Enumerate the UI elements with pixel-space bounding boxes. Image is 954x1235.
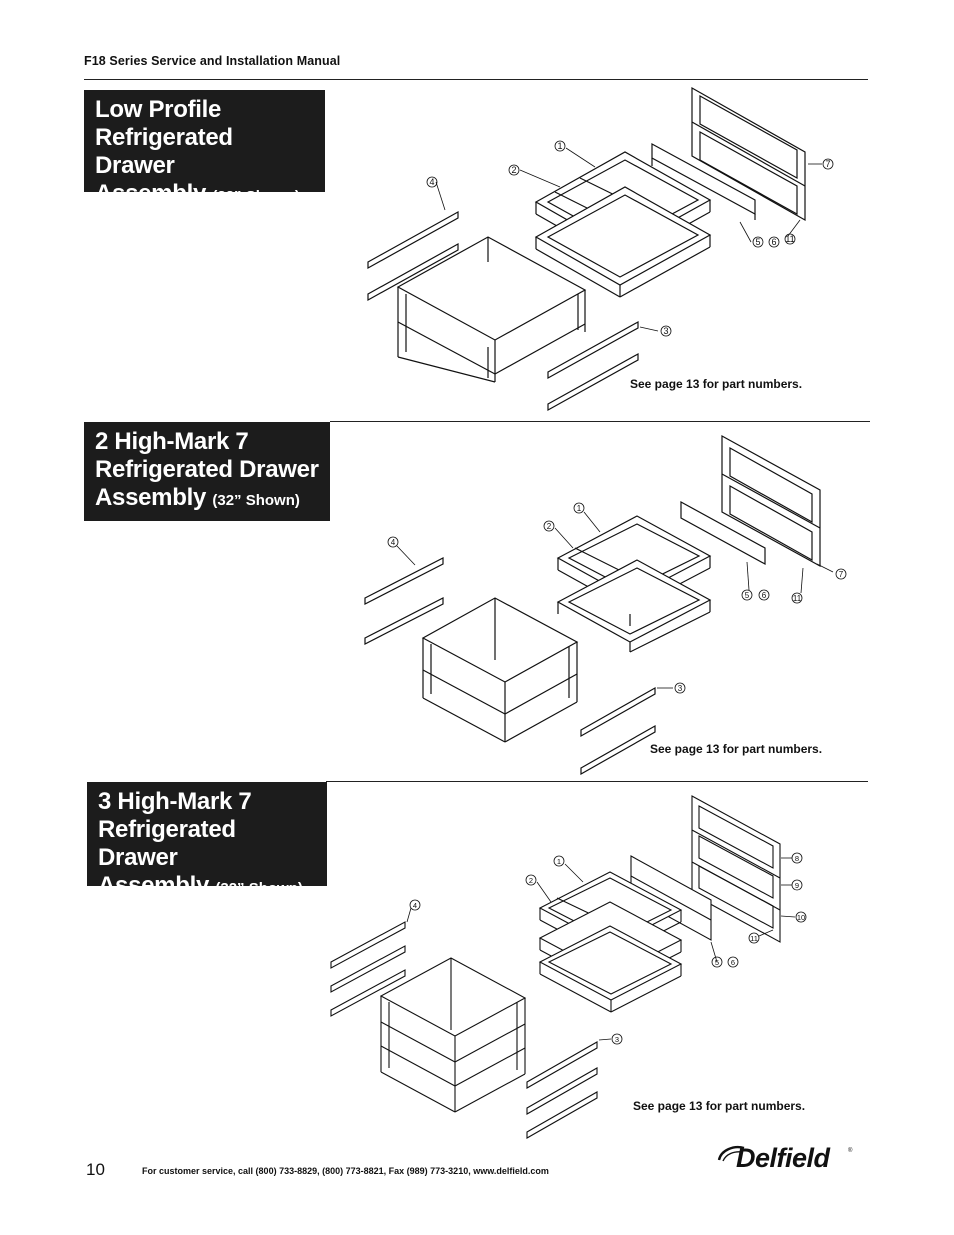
callout-4: 4 bbox=[429, 177, 434, 187]
housing-frame bbox=[396, 236, 587, 383]
callout-2: 2 bbox=[529, 876, 533, 885]
housing-frame bbox=[421, 597, 579, 743]
title-line-2: Refrigerated Drawer bbox=[95, 456, 319, 483]
callout-1: 1 bbox=[577, 504, 582, 513]
part-numbers-note-1: See page 13 for part numbers. bbox=[630, 377, 803, 391]
callout-3: 3 bbox=[663, 326, 668, 336]
housing-frame bbox=[379, 957, 527, 1113]
page-number: 10 bbox=[86, 1160, 105, 1179]
bottom-rails bbox=[580, 686, 656, 775]
title-size-note: (32” Shown) bbox=[212, 188, 300, 205]
title-size-note: (32” Shown) bbox=[215, 880, 303, 897]
title-line-1: 3 High-Mark 7 bbox=[98, 788, 252, 815]
part-numbers-note-2: See page 13 for part numbers. bbox=[650, 742, 823, 756]
drawer-front-panel bbox=[691, 86, 806, 222]
callout-10: 10 bbox=[797, 913, 805, 922]
diagram-2-high-assembly: 1 2 4 3 5 6 11 7 bbox=[355, 430, 865, 775]
drawer-frame-bottom bbox=[538, 925, 683, 1013]
logo-text: Delfield bbox=[736, 1143, 830, 1173]
section-rule-1 bbox=[330, 421, 870, 422]
section-title-low-profile: Low Profile Refrigerated Drawer Assembly… bbox=[84, 90, 325, 207]
callout-7: 7 bbox=[839, 570, 844, 579]
callout-5: 5 bbox=[755, 237, 760, 247]
side-rails-left bbox=[330, 921, 406, 1017]
callout-6: 6 bbox=[731, 958, 735, 967]
title-line-2: Refrigerated Drawer bbox=[95, 124, 233, 179]
delfield-logo: Delfield ® bbox=[714, 1138, 854, 1178]
callout-3: 3 bbox=[678, 684, 683, 693]
callout-6: 6 bbox=[762, 591, 767, 600]
title-line-3: Assembly bbox=[95, 180, 206, 207]
callout-11: 11 bbox=[785, 234, 794, 244]
callout-11: 11 bbox=[750, 934, 758, 943]
title-line-3: Assembly bbox=[95, 484, 206, 511]
callout-9: 9 bbox=[795, 881, 799, 890]
callout-5: 5 bbox=[715, 958, 719, 967]
side-rails-left bbox=[367, 210, 459, 302]
front-rail bbox=[651, 142, 756, 220]
title-line-3: Assembly bbox=[98, 872, 209, 899]
drawer-front-panel bbox=[691, 795, 781, 943]
title-line-2: Refrigerated Drawer bbox=[98, 816, 236, 871]
logo-swoosh-icon bbox=[717, 1146, 745, 1162]
bottom-rails bbox=[547, 320, 639, 412]
drawer-frame-lower bbox=[534, 186, 712, 298]
callout-11: 11 bbox=[793, 594, 802, 603]
logo-trademark: ® bbox=[848, 1148, 853, 1154]
customer-service-contact: For customer service, call (800) 733-882… bbox=[142, 1166, 549, 1176]
diagram-3-high-assembly: 1 2 4 3 5 6 11 8 9 10 bbox=[325, 790, 855, 1140]
manual-title: F18 Series Service and Installation Manu… bbox=[84, 54, 341, 68]
callout-4: 4 bbox=[413, 901, 417, 910]
diagram-low-profile-assembly: 1 2 4 3 5 6 11 7 bbox=[330, 82, 860, 412]
callout-6: 6 bbox=[771, 237, 776, 247]
callout-4: 4 bbox=[391, 538, 396, 547]
part-numbers-note-3: See page 13 for part numbers. bbox=[633, 1099, 806, 1113]
bottom-rails bbox=[526, 1041, 598, 1139]
callout-1: 1 bbox=[557, 141, 562, 151]
title-line-1: Low Profile bbox=[95, 96, 222, 123]
drawer-front-panel bbox=[721, 434, 821, 568]
front-rail bbox=[680, 500, 766, 566]
callout-8: 8 bbox=[795, 854, 799, 863]
title-size-note: (32” Shown) bbox=[212, 492, 300, 509]
callout-7: 7 bbox=[825, 159, 830, 169]
header-rule bbox=[84, 79, 868, 80]
callout-1: 1 bbox=[557, 857, 561, 866]
drawer-frame-lower bbox=[556, 559, 712, 653]
side-rails-left bbox=[364, 557, 444, 645]
callout-5: 5 bbox=[745, 591, 750, 600]
section-rule-2 bbox=[326, 781, 868, 782]
section-title-2-high: 2 High-Mark 7 Refrigerated Drawer Assemb… bbox=[84, 422, 330, 521]
section-title-3-high: 3 High-Mark 7 Refrigerated Drawer Assemb… bbox=[87, 782, 327, 899]
callout-3: 3 bbox=[615, 1035, 619, 1044]
callout-2: 2 bbox=[511, 165, 516, 175]
title-line-1: 2 High-Mark 7 bbox=[95, 428, 249, 455]
callout-2: 2 bbox=[547, 522, 552, 531]
